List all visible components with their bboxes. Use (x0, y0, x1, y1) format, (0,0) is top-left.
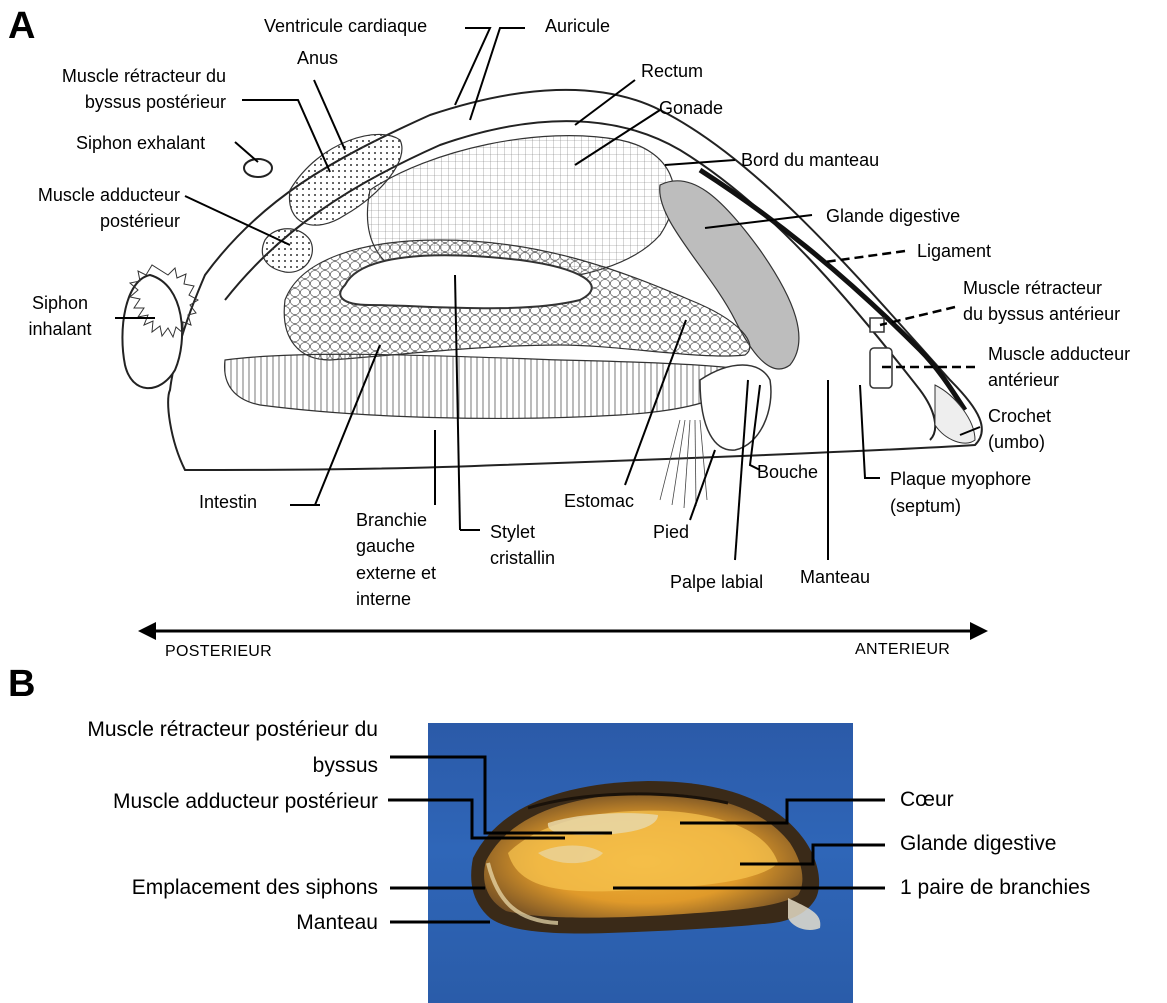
label-b-manteau: Manteau (10, 909, 378, 937)
label-b-retracteur-1: Muscle rétracteur postérieur du (10, 716, 378, 744)
label-b-retracteur-2: byssus (10, 752, 378, 780)
label-b-branchies: 1 paire de branchies (900, 874, 1090, 902)
label-b-siphons: Emplacement des siphons (10, 874, 378, 902)
label-b-glande: Glande digestive (900, 830, 1056, 858)
label-b-adducteur: Muscle adducteur postérieur (10, 788, 378, 816)
label-b-coeur: Cœur (900, 786, 954, 814)
